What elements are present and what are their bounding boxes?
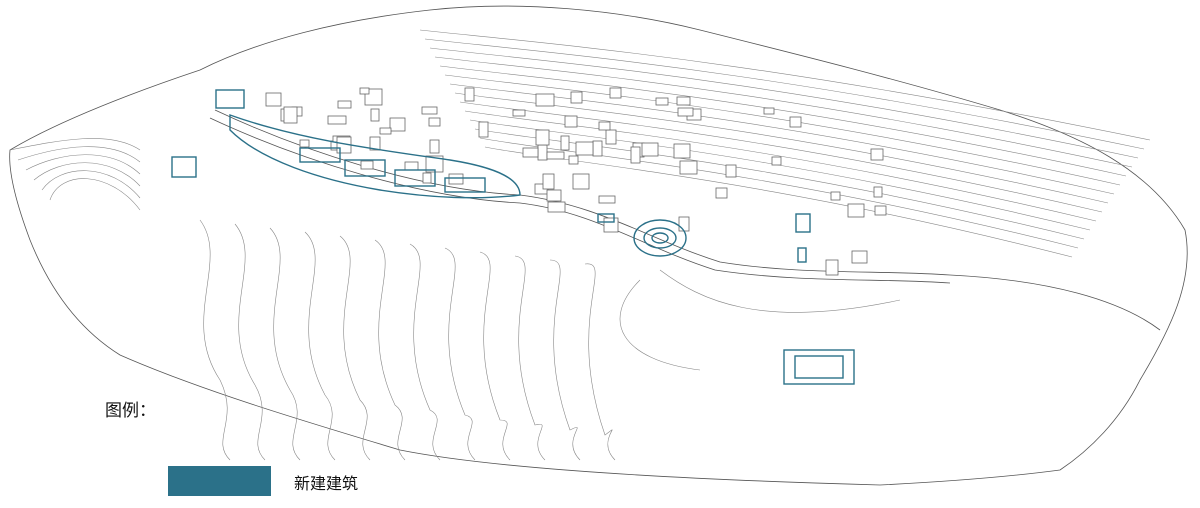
existing-building — [630, 146, 641, 164]
existing-building — [715, 187, 728, 199]
contour-line — [429, 47, 1139, 159]
existing-building — [570, 91, 583, 104]
existing-building — [679, 160, 698, 175]
existing-building — [369, 136, 381, 151]
contour-line — [514, 255, 546, 461]
existing-building — [522, 147, 539, 158]
existing-building — [655, 97, 669, 106]
existing-building — [609, 87, 622, 99]
contour-line — [25, 154, 141, 175]
contour-line — [439, 65, 1127, 177]
existing-building — [429, 139, 440, 154]
existing-building — [547, 201, 566, 213]
existing-building — [677, 107, 694, 117]
existing-building — [404, 161, 419, 171]
contour-line — [304, 231, 336, 461]
new-buildings — [171, 89, 855, 385]
contour-line — [444, 74, 1121, 186]
existing-building — [535, 93, 555, 107]
existing-building — [870, 148, 884, 161]
existing-building — [673, 143, 691, 159]
contour-line — [474, 128, 1085, 240]
contour-line — [434, 56, 1133, 168]
existing-building — [265, 92, 282, 107]
existing-building — [789, 116, 802, 128]
legend-label-new-building: 新建建筑 — [294, 474, 359, 493]
existing-building — [592, 140, 603, 157]
contour-line — [479, 251, 511, 461]
legend-swatch-new-building — [168, 466, 271, 496]
contour-line — [374, 239, 406, 461]
existing-building — [725, 164, 737, 178]
existing-building — [603, 217, 619, 233]
contour-line — [269, 227, 301, 461]
contour-line — [419, 29, 1151, 141]
existing-building — [542, 173, 555, 190]
existing-building — [379, 127, 392, 135]
contour-line — [199, 219, 231, 461]
terrain-outline — [9, 5, 1188, 486]
contour-line — [459, 101, 1103, 213]
existing-building — [359, 87, 370, 95]
legend-title: 图例： — [105, 401, 156, 421]
contour-line — [409, 243, 441, 461]
existing-building — [448, 173, 464, 185]
existing-building — [360, 160, 374, 170]
existing-building — [763, 107, 775, 115]
existing-building — [874, 205, 887, 216]
existing-building — [546, 151, 565, 160]
existing-building — [825, 259, 839, 276]
existing-building — [512, 109, 526, 117]
roads — [209, 109, 1161, 371]
existing-building — [564, 115, 578, 128]
contour-line — [464, 110, 1097, 222]
existing-building — [464, 87, 475, 102]
existing-building — [283, 106, 298, 124]
contour-line — [444, 247, 476, 461]
existing-building — [847, 203, 865, 218]
contour-line — [549, 259, 581, 461]
existing-building — [598, 195, 616, 204]
existing-building — [605, 129, 617, 145]
existing-building — [641, 142, 659, 157]
existing-building — [572, 173, 590, 190]
existing-building — [422, 172, 432, 184]
existing-building — [568, 155, 579, 165]
existing-building — [676, 96, 691, 106]
existing-building — [678, 216, 690, 232]
existing-building — [337, 100, 352, 109]
contour-line — [339, 235, 371, 461]
existing-building — [598, 121, 611, 131]
existing-building — [546, 189, 562, 202]
contour-line — [234, 223, 266, 461]
contour-line — [49, 178, 141, 211]
existing-building — [771, 156, 782, 166]
existing-building — [389, 117, 406, 132]
contour-line — [424, 38, 1145, 150]
contour-line — [41, 170, 141, 199]
existing-building — [851, 250, 868, 264]
existing-building — [830, 191, 841, 201]
existing-building — [560, 135, 570, 151]
contour-line — [17, 146, 141, 163]
existing-building — [535, 129, 550, 146]
existing-building — [575, 141, 594, 156]
existing-buildings — [265, 87, 887, 276]
existing-building — [478, 121, 489, 138]
contour-line — [9, 138, 141, 151]
contour-line — [33, 162, 141, 187]
existing-building — [537, 144, 548, 161]
existing-building — [370, 108, 380, 122]
existing-building — [327, 115, 347, 125]
existing-building — [873, 186, 883, 198]
contour-line — [584, 263, 616, 461]
contour-line — [454, 92, 1109, 204]
existing-building — [421, 106, 438, 115]
existing-building — [428, 117, 441, 127]
existing-building — [299, 139, 310, 148]
